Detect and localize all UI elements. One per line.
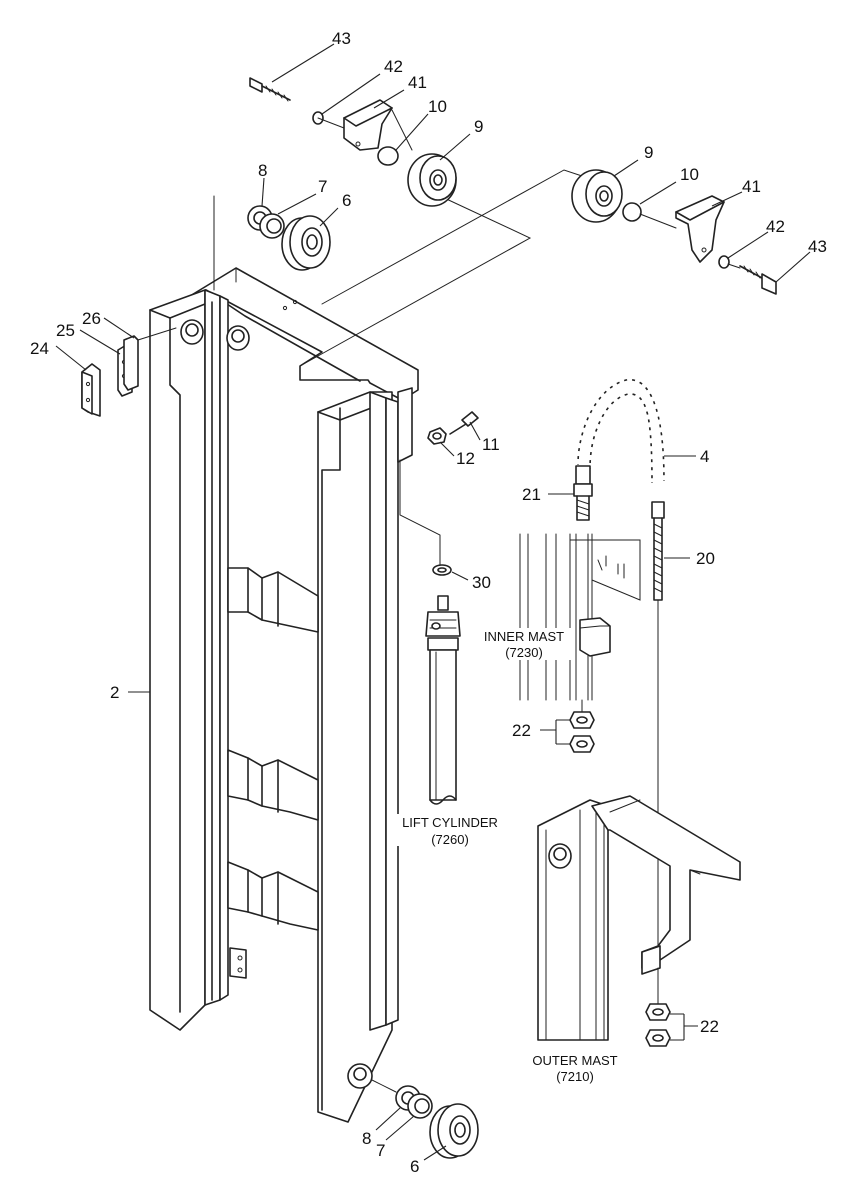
anchor-bolt-20: [651, 501, 665, 951]
callout-7-top: 7: [318, 177, 327, 196]
outer-mast-inset: [537, 795, 741, 1047]
bolt-11-nut-12: [427, 411, 479, 445]
callout-25: 25: [56, 321, 75, 340]
callout-26: 26: [82, 309, 101, 328]
lift-cylinder-ref: (7260): [431, 832, 469, 847]
inner-mast-ref: (7230): [505, 645, 543, 660]
callout-9-left: 9: [474, 117, 483, 136]
callout-30: 30: [472, 573, 491, 592]
callout-numbers: 43 42 41 10 9 8 7 6 9 10 41 42 43 26 25 …: [30, 29, 827, 1176]
callout-22-lower: 22: [700, 1017, 719, 1036]
callout-8-bottom: 8: [362, 1129, 371, 1148]
component-labels: INNER MAST (7230) LIFT CYLINDER (7260) O…: [392, 628, 630, 1084]
callout-11: 11: [482, 435, 500, 454]
callout-2: 2: [110, 683, 119, 702]
callout-41-right: 41: [742, 177, 761, 196]
callout-4: 4: [700, 447, 709, 466]
callout-41-left: 41: [408, 73, 427, 92]
leader-lines: [55, 43, 811, 1161]
anchor-bolt-21: [573, 465, 593, 521]
lift-cylinder-label: LIFT CYLINDER: [402, 815, 498, 830]
callout-42-right: 42: [766, 217, 785, 236]
callout-20: 20: [696, 549, 715, 568]
callout-7-bottom: 7: [376, 1141, 385, 1160]
callout-6-top: 6: [342, 191, 351, 210]
outer-mast-label: OUTER MAST: [532, 1053, 617, 1068]
callout-43-right: 43: [808, 237, 827, 256]
stopper-bracket: [81, 327, 177, 417]
callout-22-upper: 22: [512, 721, 531, 740]
outer-mast-ref: (7210): [556, 1069, 594, 1084]
inner-mast-inset: [519, 533, 641, 753]
callout-43-left: 43: [332, 29, 351, 48]
callout-9-right: 9: [644, 143, 653, 162]
callout-24: 24: [30, 339, 49, 358]
callout-6-bottom: 6: [410, 1157, 419, 1176]
lift-chain: [575, 377, 667, 483]
lift-cylinder: [425, 564, 461, 805]
sheave-hardware-left: [247, 77, 457, 271]
callout-8-top: 8: [258, 161, 267, 180]
callout-12: 12: [456, 449, 475, 468]
callout-10-right: 10: [680, 165, 699, 184]
callout-10-left: 10: [428, 97, 447, 116]
inner-mast-label: INNER MAST: [484, 629, 564, 644]
inner-mast-assembly: [149, 267, 419, 1123]
callout-42-left: 42: [384, 57, 403, 76]
bottom-roller-set: [371, 1079, 479, 1159]
sheave-hardware-right: [571, 169, 777, 295]
callout-21: 21: [522, 485, 541, 504]
assembly-guide-lines: [213, 169, 583, 569]
